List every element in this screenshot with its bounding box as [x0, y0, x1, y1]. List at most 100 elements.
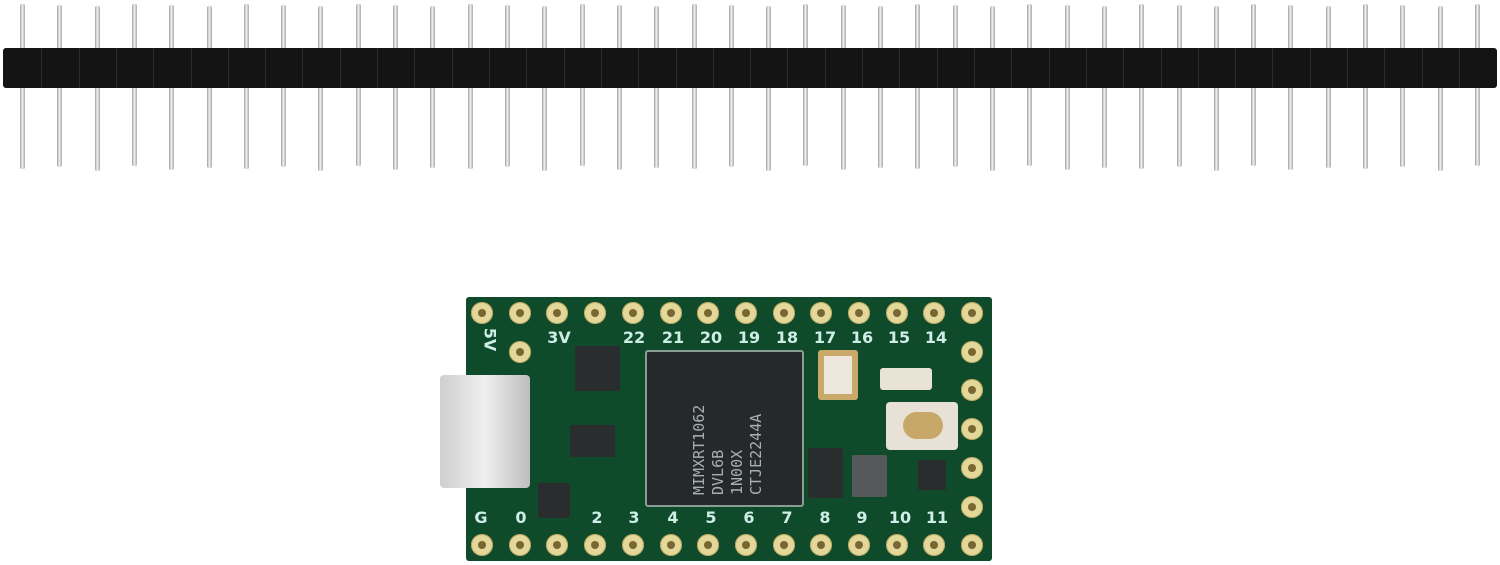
- pin-label: 15: [887, 328, 911, 347]
- pad: [584, 302, 607, 324]
- program-button[interactable]: [886, 402, 958, 450]
- pad: [810, 534, 833, 556]
- header-segment-divider: [1011, 48, 1013, 88]
- pad: [810, 302, 833, 324]
- header-segment-divider: [563, 48, 565, 88]
- header-segment-divider: [787, 48, 789, 88]
- pin-label: 22: [622, 328, 646, 347]
- pad: [584, 534, 607, 556]
- header-segment-divider: [862, 48, 864, 88]
- header-segment-divider: [824, 48, 826, 88]
- header-segment-divider: [78, 48, 80, 88]
- pin-label: 5V: [480, 327, 500, 352]
- header-segment-divider: [1384, 48, 1386, 88]
- pad: [734, 534, 757, 556]
- header-segment-divider: [1048, 48, 1050, 88]
- header-segment-divider: [936, 48, 938, 88]
- header-segment-divider: [1309, 48, 1311, 88]
- header-segment-divider: [41, 48, 43, 88]
- pin-label: 6: [743, 508, 755, 527]
- pad: [546, 302, 569, 324]
- pad: [697, 534, 720, 556]
- inductor: [852, 455, 887, 497]
- pad: [961, 456, 983, 479]
- pin-label: G: [474, 508, 488, 527]
- header-segment-divider: [451, 48, 453, 88]
- pad: [848, 302, 870, 324]
- header-segment-divider: [1085, 48, 1087, 88]
- pad: [961, 495, 983, 518]
- pin-label: 14: [924, 328, 948, 347]
- pad: [961, 340, 983, 363]
- pin-label: 16: [850, 328, 874, 347]
- chip-marking: MIMXRT1062 DVL6B 1N00X CTJE2244A: [690, 404, 765, 495]
- pad: [697, 302, 720, 324]
- pin-label: 11: [925, 508, 949, 527]
- header-segment-divider: [1197, 48, 1199, 88]
- micro-usb-connector: [440, 375, 530, 488]
- pad: [848, 534, 870, 556]
- pad: [885, 302, 908, 324]
- pad: [961, 302, 984, 324]
- header-segment-divider: [190, 48, 192, 88]
- pad: [772, 302, 795, 324]
- pin-label: 0: [515, 508, 527, 527]
- pin-label: 18: [775, 328, 799, 347]
- header-segment-divider: [1421, 48, 1423, 88]
- pin-label: 21: [661, 328, 685, 347]
- pad: [621, 302, 644, 324]
- header-pin: [766, 6, 772, 171]
- header-plastic-bar: [3, 48, 1497, 88]
- header-segment-divider: [1160, 48, 1162, 88]
- header-segment-divider: [414, 48, 416, 88]
- regulator: [570, 425, 615, 457]
- header-pin: [318, 6, 324, 171]
- processor-chip: [645, 350, 804, 507]
- small-ic-2: [538, 483, 570, 518]
- header-segment-divider: [750, 48, 752, 88]
- pin-label: 5: [705, 508, 717, 527]
- pad: [961, 379, 983, 402]
- pad: [546, 534, 569, 556]
- header-segment-divider: [265, 48, 267, 88]
- header-pin: [94, 6, 100, 171]
- pad: [961, 534, 984, 556]
- header-segment-divider: [1272, 48, 1274, 88]
- header-segment-divider: [974, 48, 975, 88]
- pad: [885, 534, 908, 556]
- pad: [471, 534, 493, 556]
- header-pin: [542, 6, 548, 171]
- header-segment-divider: [1459, 48, 1460, 88]
- pad: [508, 534, 531, 556]
- pad: [471, 302, 493, 324]
- pin-label: 9: [856, 508, 868, 527]
- small-ic: [575, 346, 620, 391]
- pin-label: 20: [699, 328, 723, 347]
- pad: [509, 341, 531, 363]
- header-segment-divider: [526, 48, 528, 88]
- pad: [923, 302, 946, 324]
- header-segment-divider: [153, 48, 155, 88]
- pin-label: 3: [628, 508, 640, 527]
- pin-label: 17: [813, 328, 837, 347]
- pin-label: 19: [737, 328, 761, 347]
- flash-chip: [808, 448, 843, 498]
- pin-label: 8: [819, 508, 831, 527]
- header-segment-divider: [1347, 48, 1349, 88]
- header-segment-divider: [377, 48, 379, 88]
- small-ic-3: [918, 460, 946, 490]
- header-segment-divider: [1123, 48, 1125, 88]
- header-pin: [990, 6, 995, 171]
- pad: [772, 534, 795, 556]
- header-segment-divider: [712, 48, 714, 88]
- pin-label: 10: [888, 508, 912, 527]
- pad: [961, 418, 983, 441]
- header-segment-divider: [227, 48, 229, 88]
- header-segment-divider: [115, 48, 117, 88]
- header-segment-divider: [600, 48, 602, 88]
- header-segment-divider: [302, 48, 304, 88]
- header-segment-divider: [899, 48, 901, 88]
- header-segment-divider: [638, 48, 640, 88]
- crystal: [818, 350, 858, 400]
